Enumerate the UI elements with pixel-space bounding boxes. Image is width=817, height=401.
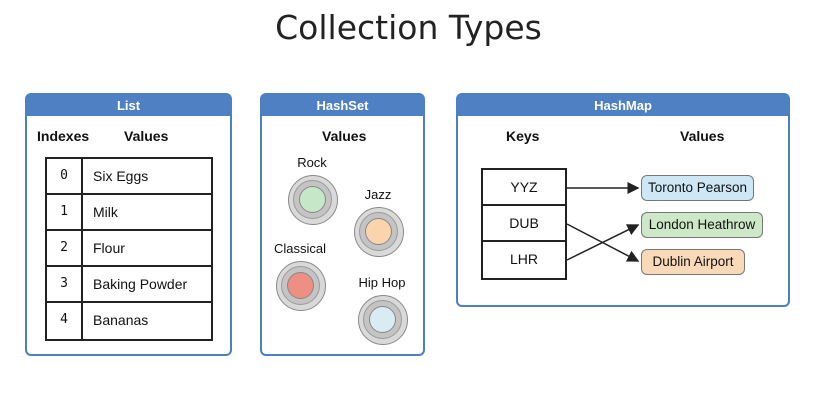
- hashset-panel-header: HashSet: [262, 95, 423, 116]
- mapping-arrows: [566, 182, 640, 262]
- gem-core: [299, 186, 326, 213]
- list-index: 3: [47, 267, 83, 301]
- value-dublin-airport: Dublin Airport: [641, 249, 745, 275]
- hashmap-values-heading: Values: [680, 128, 725, 144]
- list-table: 0 Six Eggs 1 Milk 2 Flour 3 Baking Powde…: [45, 157, 213, 341]
- list-row: 1 Milk: [47, 195, 211, 231]
- value-london-heathrow: London Heathrow: [641, 212, 763, 238]
- set-item-label: Hip Hop: [358, 275, 406, 290]
- jazz-gem-icon: [354, 207, 404, 257]
- key-cell: YYZ: [483, 170, 565, 206]
- list-value: Baking Powder: [93, 276, 188, 292]
- rock-gem-icon: [288, 175, 338, 225]
- list-panel: List Indexes Values 0 Six Eggs 1 Milk 2 …: [25, 93, 232, 356]
- hashset-values-heading: Values: [322, 128, 367, 144]
- list-row: 4 Bananas: [47, 303, 211, 339]
- list-indexes-heading: Indexes: [37, 128, 90, 144]
- set-item-label: Jazz: [364, 187, 392, 202]
- gem-core: [287, 272, 314, 299]
- list-values-heading: Values: [124, 128, 169, 144]
- list-value: Flour: [93, 240, 125, 256]
- list-row: 3 Baking Powder: [47, 267, 211, 303]
- hashmap-keys-heading: Keys: [506, 128, 540, 144]
- list-index: 1: [47, 195, 83, 229]
- classical-gem-icon: [276, 261, 326, 311]
- hashset-panel: HashSet Values Rock Jazz Classical Hip H…: [260, 93, 425, 356]
- set-item-label: Rock: [297, 155, 327, 170]
- list-value: Milk: [93, 204, 118, 220]
- value-toronto-pearson: Toronto Pearson: [641, 175, 754, 201]
- gem-core: [365, 218, 392, 245]
- keys-table: YYZ DUB LHR: [481, 168, 567, 280]
- list-value: Bananas: [93, 312, 149, 328]
- list-index: 0: [47, 159, 83, 193]
- list-panel-header: List: [27, 95, 230, 116]
- set-item-label: Classical: [273, 241, 326, 256]
- list-index: 4: [47, 303, 83, 339]
- key-cell: LHR: [509, 251, 538, 267]
- arrow-lhr: [566, 224, 640, 261]
- hashmap-panel-header: HashMap: [458, 95, 788, 116]
- slide-title: Collection Types: [275, 8, 542, 47]
- gem-core: [369, 306, 396, 333]
- hashmap-panel: HashMap Keys Values YYZ DUB LHR Toronto …: [456, 93, 790, 307]
- list-index: 2: [47, 231, 83, 265]
- hip-hop-gem-icon: [358, 295, 408, 345]
- key-cell: DUB: [483, 206, 565, 242]
- list-value: Six Eggs: [93, 168, 149, 184]
- list-row: 2 Flour: [47, 231, 211, 267]
- list-row: 0 Six Eggs: [47, 159, 211, 195]
